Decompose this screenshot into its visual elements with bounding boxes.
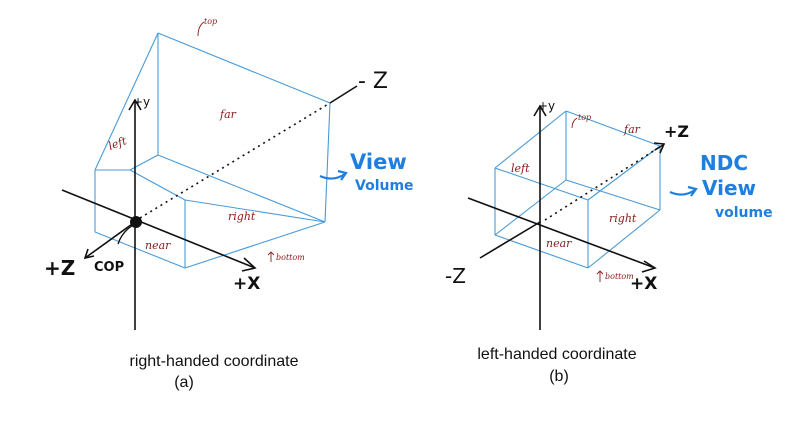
left-diagram: +y +X +Z - Z COP top far left right near… (44, 17, 414, 391)
left-face-top-label: top (204, 17, 217, 26)
left-plus-x-label: +X (233, 274, 260, 294)
x-axis (61, 189, 256, 269)
left-caption-line1: right-handed coordinate (129, 353, 298, 370)
left-volume-arrowhead (337, 169, 348, 181)
right-volume-arrowhead (687, 185, 698, 197)
right-face-right-label: right (609, 212, 637, 225)
bottom-edge (184, 221, 326, 269)
left-volume-line2: Volume (355, 178, 414, 194)
right-x-arrowhead (641, 260, 657, 273)
conn-bottom-left (494, 179, 567, 236)
left-axes (61, 85, 358, 330)
cop-pointer (117, 225, 133, 245)
right-volume-line2: View (702, 176, 756, 200)
x-axis-arrowhead (241, 257, 257, 272)
cop-label: COP (94, 260, 124, 275)
y-axis-arrowhead (128, 98, 142, 111)
right-volume-arrow (669, 189, 696, 196)
right-plus-z-label: +Z (664, 122, 689, 141)
right-face-bottom-label: bottom (605, 272, 634, 281)
right-plus-y-label: +y (538, 99, 555, 113)
left-caption-line2: (a) (174, 374, 194, 391)
back-bottom-edge (565, 179, 661, 211)
right-bottom-pointer (596, 270, 604, 282)
right-face-far-label: far (623, 123, 641, 136)
right-y-arrowhead (533, 104, 547, 117)
right-face-top-label: top (578, 113, 591, 122)
right-plus-z-arrowhead (653, 142, 666, 154)
right-top-pointer (571, 117, 578, 129)
plus-z-axis (84, 221, 136, 259)
right-plus-z-dotted (544, 149, 656, 221)
left-frustum (94, 32, 331, 269)
conn-top-right (587, 145, 661, 201)
far-top-edge (157, 32, 331, 104)
right-minus-z-axis (479, 221, 541, 259)
right-caption-line2: (b) (549, 368, 569, 385)
left-face-near-label: near (145, 239, 171, 252)
right-diagram: +y +X +Z -Z top far left right near bott… (445, 99, 773, 385)
left-face-bottom-label: bottom (276, 253, 305, 262)
left-face-left-label: left (107, 134, 129, 153)
right-face-left-label: left (511, 162, 530, 175)
left-face-right-label: right (228, 210, 256, 223)
top-pointer (197, 21, 205, 37)
right-x-axis (467, 197, 656, 269)
far-bottom-edge (157, 154, 326, 223)
plus-z-arrowhead (83, 248, 95, 260)
right-caption-line1: left-handed coordinate (477, 346, 636, 363)
left-volume-arrow (319, 173, 346, 180)
minus-z-axis (329, 85, 358, 104)
near-top-right-edge (129, 169, 186, 201)
left-top-edge (94, 32, 159, 171)
right-minus-z-label: -Z (445, 264, 466, 288)
left-minus-z-label: - Z (358, 69, 388, 94)
right-plus-x-label: +X (630, 274, 657, 294)
left-plus-y-label: +y (133, 95, 150, 109)
left-face-far-label: far (219, 108, 237, 121)
right-axes (467, 104, 666, 330)
left-volume-line1: View (350, 150, 407, 174)
right-box (494, 110, 661, 269)
bottom-pointer (267, 251, 275, 262)
cop-dot (130, 216, 142, 228)
far-right-edge (324, 102, 331, 223)
front-top-edge (494, 167, 589, 201)
right-volume-line1: NDC (700, 151, 748, 175)
near-bottom-edge (94, 231, 186, 269)
right-volume-line3: volume (715, 205, 773, 221)
back-top-edge (565, 110, 661, 147)
conn-top-left (494, 110, 567, 169)
conn-bottom-right (587, 209, 661, 269)
right-face-near-label: near (546, 237, 572, 250)
right-top-edge (184, 199, 326, 223)
right-plus-z-axis (654, 144, 664, 151)
left-plus-z-label: +Z (44, 256, 75, 280)
minus-z-dotted (139, 102, 331, 219)
